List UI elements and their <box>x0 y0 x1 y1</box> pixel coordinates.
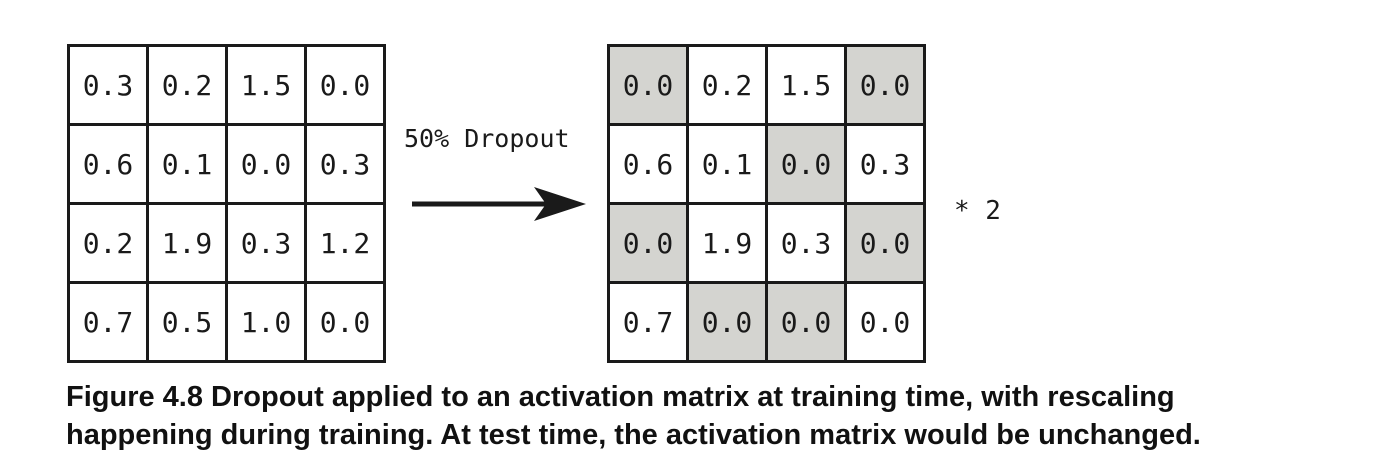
matrix-cell: 0.1 <box>146 123 228 205</box>
matrix-cell: 0.1 <box>686 123 768 205</box>
matrix-cell: 0.3 <box>304 123 386 205</box>
caption-line-1: Figure 4.8 Dropout applied to an activat… <box>66 381 1175 413</box>
matrix-cell: 0.2 <box>146 44 228 126</box>
dropped-matrix-cell: 0.0 <box>607 202 689 284</box>
caption-line-2: happening during training. At test time,… <box>66 419 1201 451</box>
dropped-matrix-cell: 0.0 <box>607 44 689 126</box>
matrix-cell: 1.5 <box>225 44 307 126</box>
matrix-cell: 0.7 <box>607 281 689 363</box>
dropped-matrix-cell: 0.0 <box>844 202 926 284</box>
matrix-cell: 1.9 <box>686 202 768 284</box>
matrix-cell: 0.0 <box>225 123 307 205</box>
dropped-matrix-cell: 0.0 <box>844 44 926 126</box>
dropped-matrix-cell: 0.0 <box>765 123 847 205</box>
figure-caption: Figure 4.8 Dropout applied to an activat… <box>66 378 1386 454</box>
matrix-cell: 1.2 <box>304 202 386 284</box>
matrix-cell: 0.0 <box>844 281 926 363</box>
matrix-cell: 0.2 <box>67 202 149 284</box>
dropped-matrix-cell: 0.0 <box>765 281 847 363</box>
matrix-cell: 0.0 <box>304 44 386 126</box>
matrix-cell: 0.7 <box>67 281 149 363</box>
rescale-factor-label: * 2 <box>954 196 1001 226</box>
matrix-cell: 0.3 <box>765 202 847 284</box>
matrix-cell: 0.0 <box>304 281 386 363</box>
dropout-arrow-icon <box>412 187 586 221</box>
matrix-cell: 1.0 <box>225 281 307 363</box>
dropout-label: 50% Dropout <box>404 124 570 153</box>
matrix-cell: 0.3 <box>225 202 307 284</box>
matrix-cell: 1.5 <box>765 44 847 126</box>
matrix-cell: 0.6 <box>607 123 689 205</box>
matrix-cell: 1.9 <box>146 202 228 284</box>
dropped-matrix-cell: 0.0 <box>686 281 768 363</box>
matrix-cell: 0.5 <box>146 281 228 363</box>
matrix-cell: 0.3 <box>67 44 149 126</box>
matrix-cell: 0.3 <box>844 123 926 205</box>
matrix-cell: 0.6 <box>67 123 149 205</box>
matrix-cell: 0.2 <box>686 44 768 126</box>
